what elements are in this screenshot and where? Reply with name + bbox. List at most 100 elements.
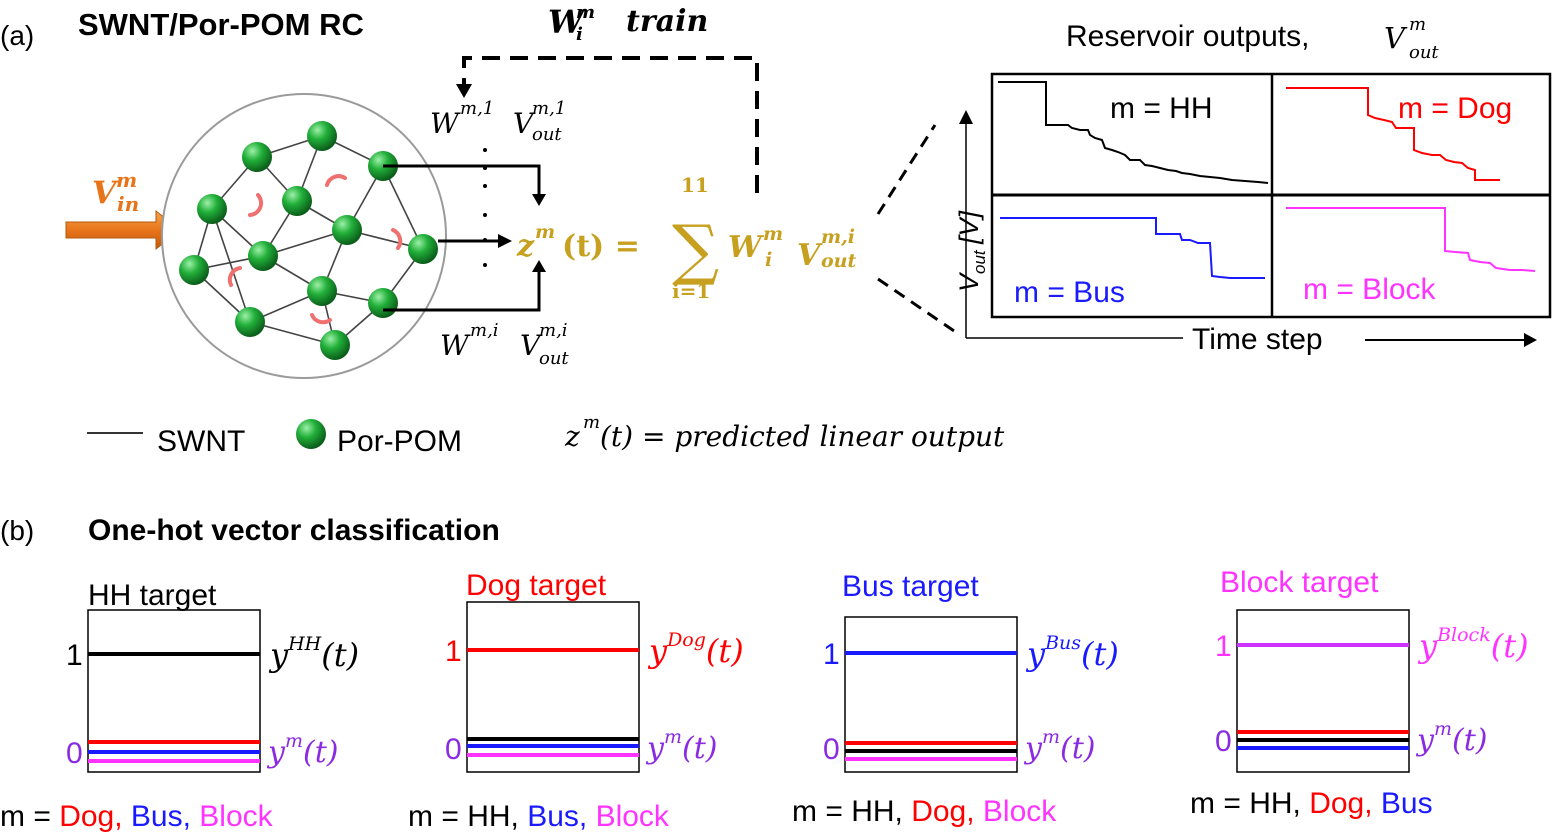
svg-text:W: W: [728, 230, 765, 265]
other-classes-list: m = Dog, Bus, Block: [0, 800, 274, 833]
svg-text:[V]: [V]: [954, 209, 984, 245]
svg-text:V: V: [513, 107, 536, 140]
plot-label-hh: m = HH: [1110, 92, 1213, 125]
svg-text:V: V: [1384, 21, 1408, 55]
z-definition: z m (t) = predicted linear output: [564, 412, 1005, 453]
svg-text:Reservoir outputs,: Reservoir outputs,: [1066, 20, 1309, 53]
trace-dog: [1286, 87, 1500, 181]
por-pom-legend-label: Por-POM: [337, 425, 462, 458]
svg-text:V: V: [92, 175, 119, 211]
linear-output-equation: z m (t) = 11 ∑ i=1 W m i V m,i out: [516, 173, 856, 303]
svg-text:V: V: [797, 238, 823, 273]
svg-text:m,i: m,i: [539, 320, 568, 341]
svg-text:i=1: i=1: [672, 279, 710, 303]
svg-text:i: i: [576, 24, 583, 45]
svg-text:∑: ∑: [672, 211, 719, 288]
svg-text:V: V: [954, 271, 984, 292]
svg-text:V: V: [520, 329, 543, 362]
svg-text:z: z: [564, 420, 580, 453]
svg-text:m: m: [116, 168, 137, 192]
target-plot-box: [1236, 609, 1410, 773]
tick-zero: 0: [445, 733, 462, 766]
svg-text:W: W: [440, 329, 471, 362]
svg-text:m,1: m,1: [460, 98, 494, 119]
other-output-label: ym(t): [1415, 718, 1487, 758]
svg-text:W: W: [430, 107, 461, 140]
svg-text:m: m: [1409, 14, 1426, 35]
svg-text:m: m: [576, 2, 595, 23]
other-output-label: ym(t): [1023, 726, 1095, 766]
svg-text:out: out: [970, 249, 989, 274]
weight-label-top: W m,1 V m,1 out: [430, 98, 566, 145]
svg-text:m: m: [583, 412, 600, 433]
output-connectors: [383, 164, 541, 312]
plot-label-block: m = Block: [1303, 273, 1437, 306]
top-input-arrowhead: [532, 194, 546, 206]
tick-one: 1: [445, 635, 462, 668]
tick-one: 1: [823, 638, 840, 671]
target-output-label: yHH(t): [268, 633, 359, 674]
svg-text:m,i: m,i: [821, 226, 855, 248]
weight-label-bottom: W m,i V m,i out: [440, 320, 569, 369]
panel-b-label: (b): [0, 515, 34, 546]
other-classes-list: m = HH, Dog, Block: [792, 795, 1057, 828]
other-output-label: ym(t): [266, 730, 338, 770]
train-feedback-loop: [462, 56, 759, 193]
plot-label-dog: m = Dog: [1398, 92, 1512, 125]
target-output-label: yDog(t): [647, 629, 744, 670]
tick-zero: 0: [823, 733, 840, 766]
tick-zero: 0: [1215, 725, 1232, 758]
trace-block: [1286, 207, 1536, 272]
target-plot-box: [466, 601, 640, 773]
svg-text:m: m: [763, 223, 783, 245]
feedback-arrowhead: [456, 84, 472, 98]
target-title: HH target: [88, 579, 217, 612]
svg-text:m,i: m,i: [470, 320, 499, 341]
other-classes-list: m = HH, Bus, Block: [408, 800, 670, 833]
tick-one: 1: [66, 639, 83, 672]
svg-text:in: in: [117, 192, 139, 216]
legend: SWNT Por-POM z m (t) = predicted linear …: [87, 412, 1005, 458]
tick-one: 1: [1215, 630, 1232, 663]
svg-text:(t) =: (t) =: [562, 229, 640, 264]
svg-text:out: out: [1409, 42, 1439, 63]
plot-label-bus: m = Bus: [1014, 276, 1125, 309]
bottom-input-arrowhead: [532, 260, 546, 272]
train-label: W m i train: [548, 2, 708, 45]
target-title: Dog target: [466, 569, 607, 602]
svg-text:m,1: m,1: [532, 98, 566, 119]
svg-text:11: 11: [681, 173, 709, 197]
target-title: Block target: [1220, 566, 1379, 599]
panel-a-title: SWNT/Por-POM RC: [78, 7, 364, 42]
tick-zero: 0: [66, 737, 83, 770]
svg-text:z: z: [516, 229, 535, 264]
reservoir-outputs-title: Reservoir outputs, V m out: [1066, 14, 1439, 63]
target-plot-box: [87, 609, 261, 773]
target-output-label: yBlock(t): [1417, 624, 1529, 665]
target-title: Bus target: [842, 570, 979, 603]
ellipsis-dots: [483, 148, 487, 267]
x-axis-label: Time step: [1192, 323, 1323, 356]
trace-hh: [998, 81, 1269, 184]
trace-bus: [1000, 217, 1265, 279]
other-output-label: ym(t): [645, 726, 717, 766]
input-voltage-label: V m in: [92, 168, 139, 216]
svg-text:out: out: [532, 124, 562, 145]
target-plot-box: [844, 616, 1018, 773]
svg-text:(t) = predicted linear output: (t) = predicted linear output: [600, 420, 1005, 453]
panel-b-title: One-hot vector classification: [88, 514, 500, 547]
svg-text:train: train: [626, 4, 708, 39]
y-axis-label: V out [V]: [954, 209, 989, 292]
svg-text:out: out: [539, 348, 569, 369]
svg-text:W: W: [548, 3, 587, 41]
y-axis-arrowhead: [959, 110, 973, 124]
circulation-arrows: [227, 174, 403, 325]
svg-text:i: i: [765, 249, 772, 271]
por-pom-legend-dot: [296, 419, 326, 449]
svg-text:out: out: [821, 250, 856, 272]
